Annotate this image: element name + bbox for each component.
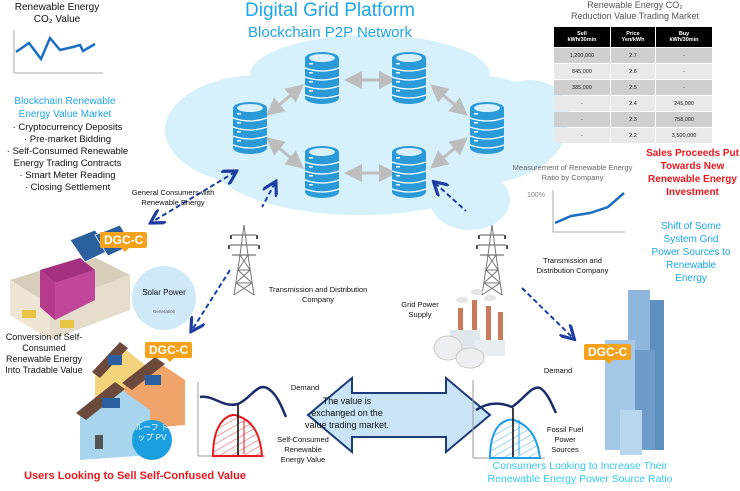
renewable-curve-right [488, 418, 542, 459]
table-cell: 1,200,000 [554, 48, 610, 63]
trading-title-line1: Renewable Energy CO₂ [587, 0, 683, 10]
trading-title-line2: Reduction Value Trading Market [571, 11, 699, 21]
table-cell: 2.5 [610, 80, 656, 95]
table-row: 845,000 2.6 - [554, 64, 712, 79]
self-consumed-value-label: Self-Consumed Renewable Energy Value [277, 435, 329, 464]
conversion-label: Conversion of Self-Consumed Renewable En… [5, 332, 83, 375]
tdc-left-label: Transmission and Distribution Company [268, 285, 368, 304]
self-consumed-chart [197, 382, 288, 457]
ratio-chart-title: Measurement of Renewable Energy Ratio by… [512, 163, 633, 182]
page-title: Digital Grid Platform [245, 0, 415, 21]
table-cell: 2.2 [610, 128, 656, 143]
consumers-caption: Consumers Looking to Increase Their Rene… [487, 460, 673, 485]
flow-arrows [152, 172, 573, 338]
rooftop-pv-label: ルーフ トップ PV [135, 423, 169, 442]
table-cell: - [656, 64, 712, 79]
table-row: - 2.3 758,000 [554, 112, 712, 127]
exchange-arrow-label: The value is exchanged on the value trad… [304, 396, 390, 430]
table-cell: 2.7 [610, 48, 656, 63]
table-cell: 758,000 [656, 112, 712, 127]
transmission-tower-icon [475, 224, 509, 296]
power-plant-icon [433, 289, 505, 369]
co2-value-line [15, 35, 96, 62]
grid-shift-note: Shift of Some System Grid Power Sources … [651, 221, 731, 284]
demand-curve-right [475, 386, 558, 414]
demand-curve-left [199, 385, 288, 418]
co2-value-chart [13, 30, 103, 74]
blockchain-node-icon [391, 145, 427, 199]
table-cell: - [554, 128, 610, 143]
table-cell: - [656, 48, 712, 63]
ratio-line [554, 192, 625, 225]
renewable-ratio-chart [552, 190, 625, 233]
shopping-mall-icon [10, 224, 133, 340]
houses-icon [76, 342, 185, 460]
exchange-arrow [306, 375, 492, 455]
transmission-tower-icon [227, 224, 261, 296]
market-item: · Smart Meter Reading [19, 170, 116, 181]
table-cell: 2.3 [610, 112, 656, 127]
dgc-badge: DGC-C [100, 232, 148, 252]
market-feature-list: · Cryptocurrency Deposits · Pre-market B… [0, 122, 135, 194]
table-row: 1,200,000 2.7 - [554, 48, 712, 63]
tdc-right-label: Transmission and Distribution Company [536, 256, 609, 275]
ratio-y-label: 100% [527, 192, 545, 199]
table-cell: 2.4 [610, 96, 656, 111]
dgc-badge: DGC-C [145, 342, 193, 362]
solar-power-label: Solar Power [142, 288, 186, 297]
blockchain-node-icon [391, 51, 427, 105]
blockchain-node-icon [232, 101, 268, 155]
table-row: - 2.2 3,500,000 [554, 128, 712, 143]
market-item: · Cryptocurrency Deposits [12, 122, 123, 133]
table-cell: 845,000 [554, 64, 610, 79]
table-cell: - [554, 112, 610, 127]
market-item: · Closing Settlement [24, 182, 111, 193]
blockchain-node-icon [304, 145, 340, 199]
table-cell: - [554, 96, 610, 111]
p2p-links [266, 71, 468, 182]
fossil-fuel-label: Fossil Fuel Power Sources [546, 425, 584, 454]
trading-table-title: Renewable Energy CO₂ Reduction Value Tra… [530, 0, 740, 22]
dgc-badge: DGC-C [584, 344, 632, 364]
blockchain-node-icon [304, 51, 340, 105]
table-cell: 3,500,000 [656, 128, 712, 143]
grid-power-label: Grid Power Supply [401, 300, 439, 319]
solar-power-circle [132, 266, 196, 330]
table-cell: 245,000 [656, 96, 712, 111]
solar-generation-label: Generation [152, 309, 176, 314]
demand-label-left: Demand [290, 383, 320, 392]
market-title: Blockchain Renewable Energy Value Market [14, 96, 116, 120]
co2-chart-title: Renewable Energy CO₂ Value [2, 2, 112, 26]
table-row: 385,000 2.5 - [554, 80, 712, 95]
co2-title-line2: CO₂ Value [33, 14, 81, 25]
skyscraper-icon [605, 290, 664, 455]
table-cell: - [656, 80, 712, 95]
rooftop-pv-badge [132, 420, 172, 460]
market-item: · Self-Consumed Renewable Energy Trading… [6, 146, 129, 169]
page-subtitle: Blockchain P2P Network [248, 24, 412, 41]
general-consumers-label: General Consumers with Renewable Energy [131, 188, 215, 207]
blockchain-node-icon [469, 101, 505, 155]
co2-title-line1: Renewable Energy [14, 2, 100, 13]
sellers-caption: Users Looking to Sell Self-Confused Valu… [24, 470, 246, 482]
table-cell: 385,000 [554, 80, 610, 95]
demand-label-right: Demand [543, 366, 573, 375]
sales-proceeds-note: Sales Proceeds Put Towards New Renewable… [646, 148, 739, 198]
table-row: - 2.4 245,000 [554, 96, 712, 111]
market-item: · Pre-market Bidding [23, 134, 112, 145]
table-cell: 2.6 [610, 64, 656, 79]
fossil-fuel-chart [472, 380, 558, 459]
